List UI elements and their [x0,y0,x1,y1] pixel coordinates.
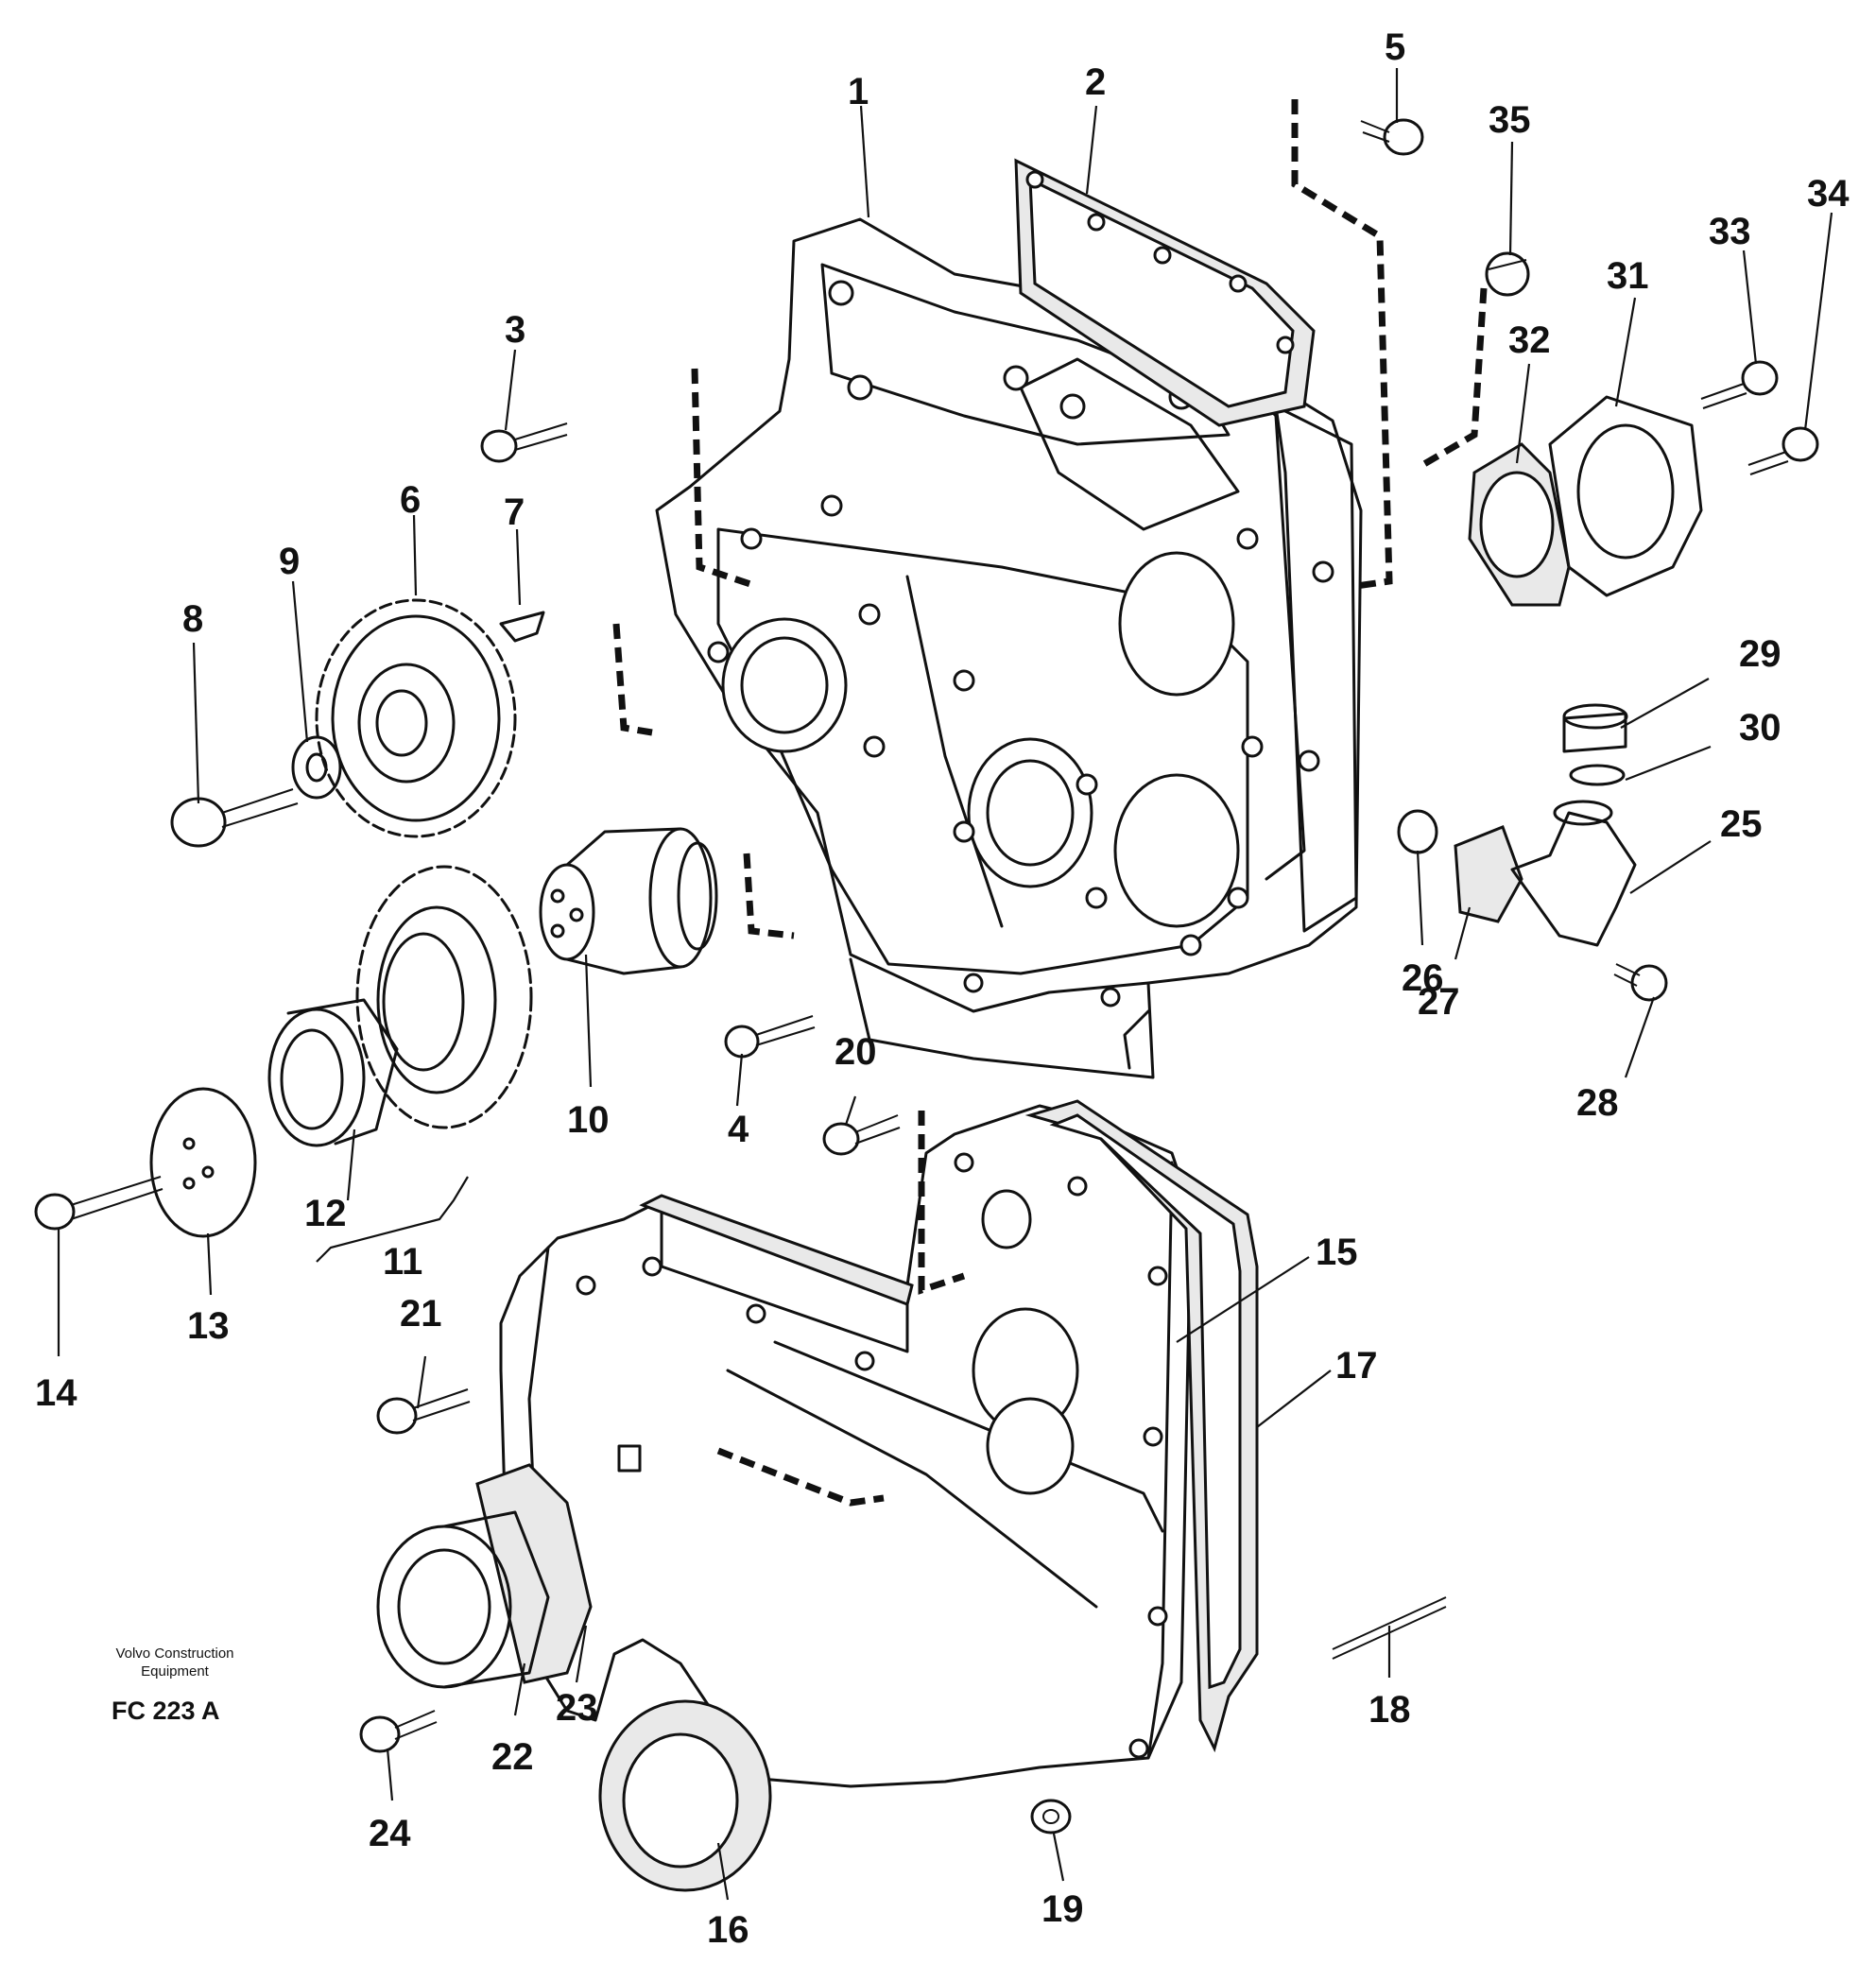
plug-35 [1485,251,1530,297]
callout-14: 14 [35,1372,77,1414]
credit-line-1: Volvo Construction [115,1645,234,1662]
bolt-33 [1700,360,1779,409]
callout-21: 21 [400,1293,442,1335]
nut-19 [1030,1799,1072,1835]
bolt-5 [1360,118,1424,156]
bolt-20 [822,1114,901,1156]
callout-34: 34 [1807,173,1850,215]
crankshaft-gear [355,865,533,1129]
oil-filler-elbow [1454,703,1637,947]
callout-4: 4 [728,1109,749,1150]
housing-gasket [1014,158,1316,427]
callout-30: 30 [1739,707,1781,749]
idler-gear [315,598,517,838]
callout-29: 29 [1739,633,1781,675]
callout-35: 35 [1489,99,1531,141]
callout-13: 13 [187,1305,230,1347]
callout-15: 15 [1316,1232,1358,1273]
callout-12: 12 [304,1193,347,1234]
leader-lines [57,68,1833,1901]
hub [539,827,718,975]
credit-line-2: Equipment [141,1663,209,1680]
front-pump [376,1463,593,1689]
dashed-alignment-lines [612,99,1488,1507]
timing-cover [499,1104,1193,1788]
callout-19: 19 [1041,1888,1084,1930]
bolt-21 [376,1388,471,1435]
callout-3: 3 [505,309,525,351]
callout-16: 16 [707,1909,749,1951]
callout-17: 17 [1335,1345,1378,1387]
callout-20: 20 [835,1031,877,1073]
callout-numbers: 1 2 3 4 5 6 7 8 9 10 11 12 13 14 15 16 1… [35,26,1850,1951]
callout-31: 31 [1607,255,1649,297]
bolt-8 [170,788,299,848]
callout-1: 1 [848,71,869,112]
callout-9: 9 [279,541,300,582]
bolt-14 [34,1176,164,1231]
bolt-4 [724,1015,816,1059]
callout-33: 33 [1709,211,1751,252]
callout-10: 10 [567,1099,610,1141]
breather-housing [1468,395,1703,607]
bolt-3 [480,422,568,463]
washer-26 [1397,809,1438,854]
cover-gasket [639,1099,1259,1753]
callout-22: 22 [491,1736,534,1778]
callout-11: 11 [383,1241,422,1283]
plate-washer [149,1087,257,1238]
callout-5: 5 [1385,26,1405,68]
callout-6: 6 [400,479,421,521]
callout-27: 27 [1418,981,1460,1023]
callout-23: 23 [556,1687,598,1729]
bolt-24 [359,1710,438,1753]
callout-26: 26 [1402,957,1444,999]
callout-7: 7 [504,491,525,533]
callout-18: 18 [1368,1689,1411,1731]
bolt-34 [1747,426,1819,475]
bolt-28 [1613,963,1668,1002]
callout-24: 24 [369,1813,411,1854]
callout-8: 8 [182,598,203,640]
callout-2: 2 [1085,61,1106,103]
ring-seal [267,998,399,1147]
callout-32: 32 [1508,319,1551,361]
washer [291,735,342,800]
callout-25: 25 [1720,803,1763,845]
figure-code: FC 223 A [112,1697,220,1725]
publisher-credit: Volvo Construction Equipment [90,1645,260,1680]
crank-seal [598,1699,772,1892]
woodruff-key [499,611,545,643]
callout-28: 28 [1576,1082,1619,1124]
